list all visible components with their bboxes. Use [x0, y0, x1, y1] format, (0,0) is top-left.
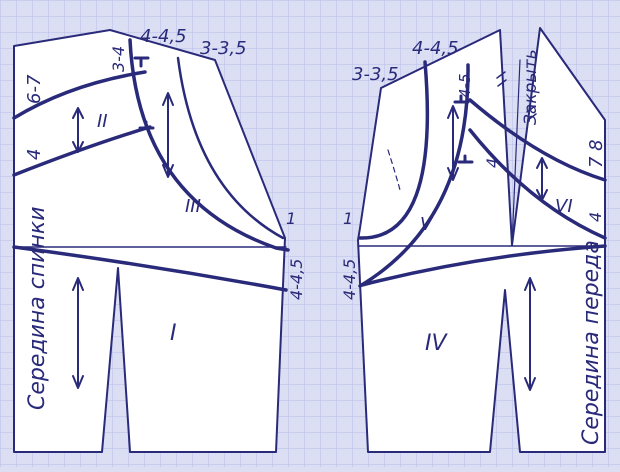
label-panel-I: I: [170, 321, 177, 346]
back-neckline: [12, 245, 288, 292]
back-tick-1: [133, 56, 150, 68]
front-raglan-arrow: [447, 105, 459, 181]
front-dart-lines: [499, 29, 521, 246]
back-raglan-arrow: [162, 92, 174, 178]
front-labels: Середина переда Закрыть 3-3,5 4-4,5 4-5 …: [340, 38, 607, 445]
label-front-4-5-vertical: 4-5: [456, 74, 474, 99]
front-outline: [357, 27, 606, 453]
label-closed: Закрыть: [521, 49, 541, 125]
label-panel-III: III: [185, 196, 201, 217]
back-tick-2: [138, 120, 155, 130]
back-grain-arrow: [72, 277, 84, 389]
label-back-4: 4: [24, 149, 45, 160]
label-front-center: Середина переда: [579, 240, 604, 445]
front-piece: [357, 27, 607, 453]
label-back-3-35: 3-3,5: [200, 38, 247, 59]
label-back-3-4: 3-4: [109, 46, 128, 72]
label-back-1: 1: [286, 209, 296, 228]
back-labels: Середина спинки 6-7 4 3-4 4-4,5 3-3,5 II…: [24, 26, 306, 410]
label-back-4-45: 4-4,5: [140, 26, 187, 47]
front-tick-2: [457, 154, 474, 164]
front-yoke-line-2: [468, 128, 607, 240]
front-dashed-line: [387, 149, 401, 191]
label-back-6-7: 6-7: [24, 74, 45, 104]
back-raglan-outer: [128, 38, 290, 252]
front-closed-marks: [496, 71, 537, 121]
label-front-1: 1: [343, 209, 353, 228]
front-neckline: [360, 244, 607, 287]
front-yoke-line-1: [468, 98, 607, 182]
front-tick-1: [453, 94, 470, 104]
label-front-side-4: 4: [586, 212, 605, 222]
back-piece: [12, 29, 290, 453]
back-raglan-inner: [176, 56, 285, 240]
back-outline: [13, 29, 286, 453]
front-grain-arrow: [524, 277, 536, 391]
back-yoke-line-2: [12, 125, 152, 177]
label-front-4: 4: [483, 158, 502, 168]
label-panel-VI: VI: [555, 196, 573, 217]
back-yoke-line-1: [12, 70, 147, 120]
label-front-4-45: 4-4,5: [412, 38, 459, 59]
front-yoke-arrow: [536, 157, 548, 201]
label-front-7-8: 7 8: [586, 139, 607, 168]
back-yoke-arrow: [72, 107, 84, 153]
front-raglan-outer: [358, 60, 430, 240]
label-back-neck-4-45: 4-4,5: [287, 259, 306, 300]
label-panel-V: V: [420, 214, 434, 235]
label-panel-II: II: [97, 111, 108, 132]
label-panel-IV: IV: [425, 331, 448, 356]
label-back-center: Середина спинки: [25, 206, 50, 410]
label-front-neck-4-45: 4-4,5: [340, 259, 359, 300]
label-front-3-35: 3-3,5: [352, 64, 399, 85]
